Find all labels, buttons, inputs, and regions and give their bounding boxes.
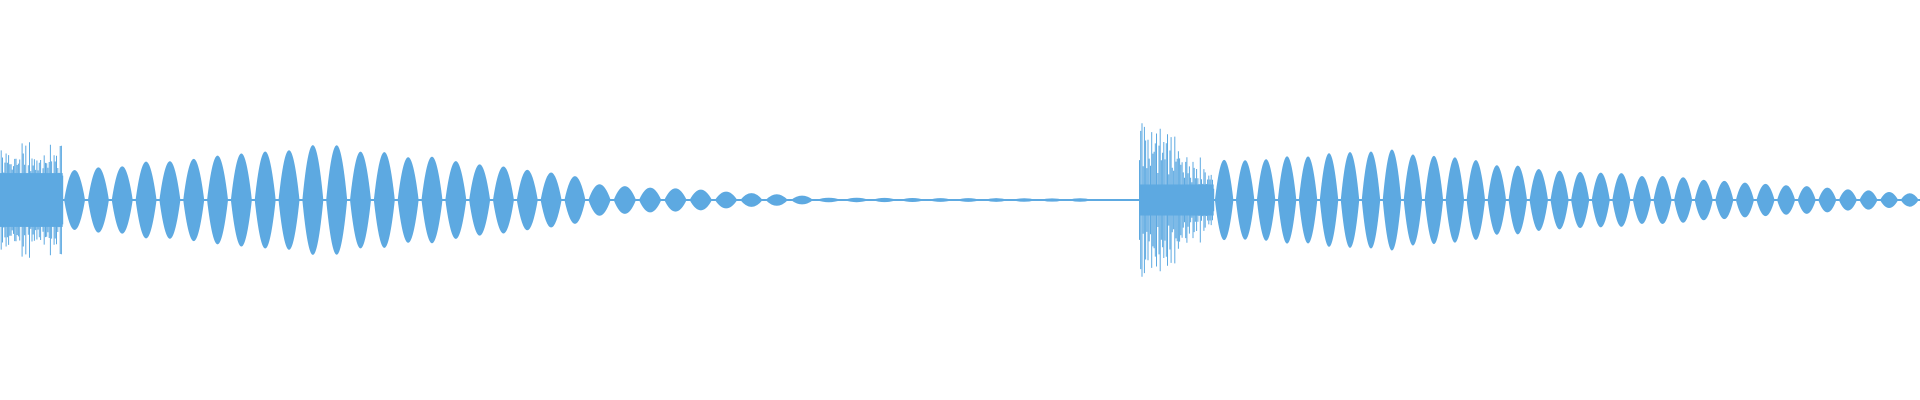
waveform-baseline bbox=[1139, 199, 1920, 201]
waveform-baseline bbox=[0, 199, 1140, 201]
waveform-segment bbox=[1550, 170, 1919, 230]
clip-2[interactable] bbox=[1139, 123, 1920, 277]
waveform-segment bbox=[1214, 149, 1549, 251]
clip-1[interactable] bbox=[0, 142, 1140, 258]
